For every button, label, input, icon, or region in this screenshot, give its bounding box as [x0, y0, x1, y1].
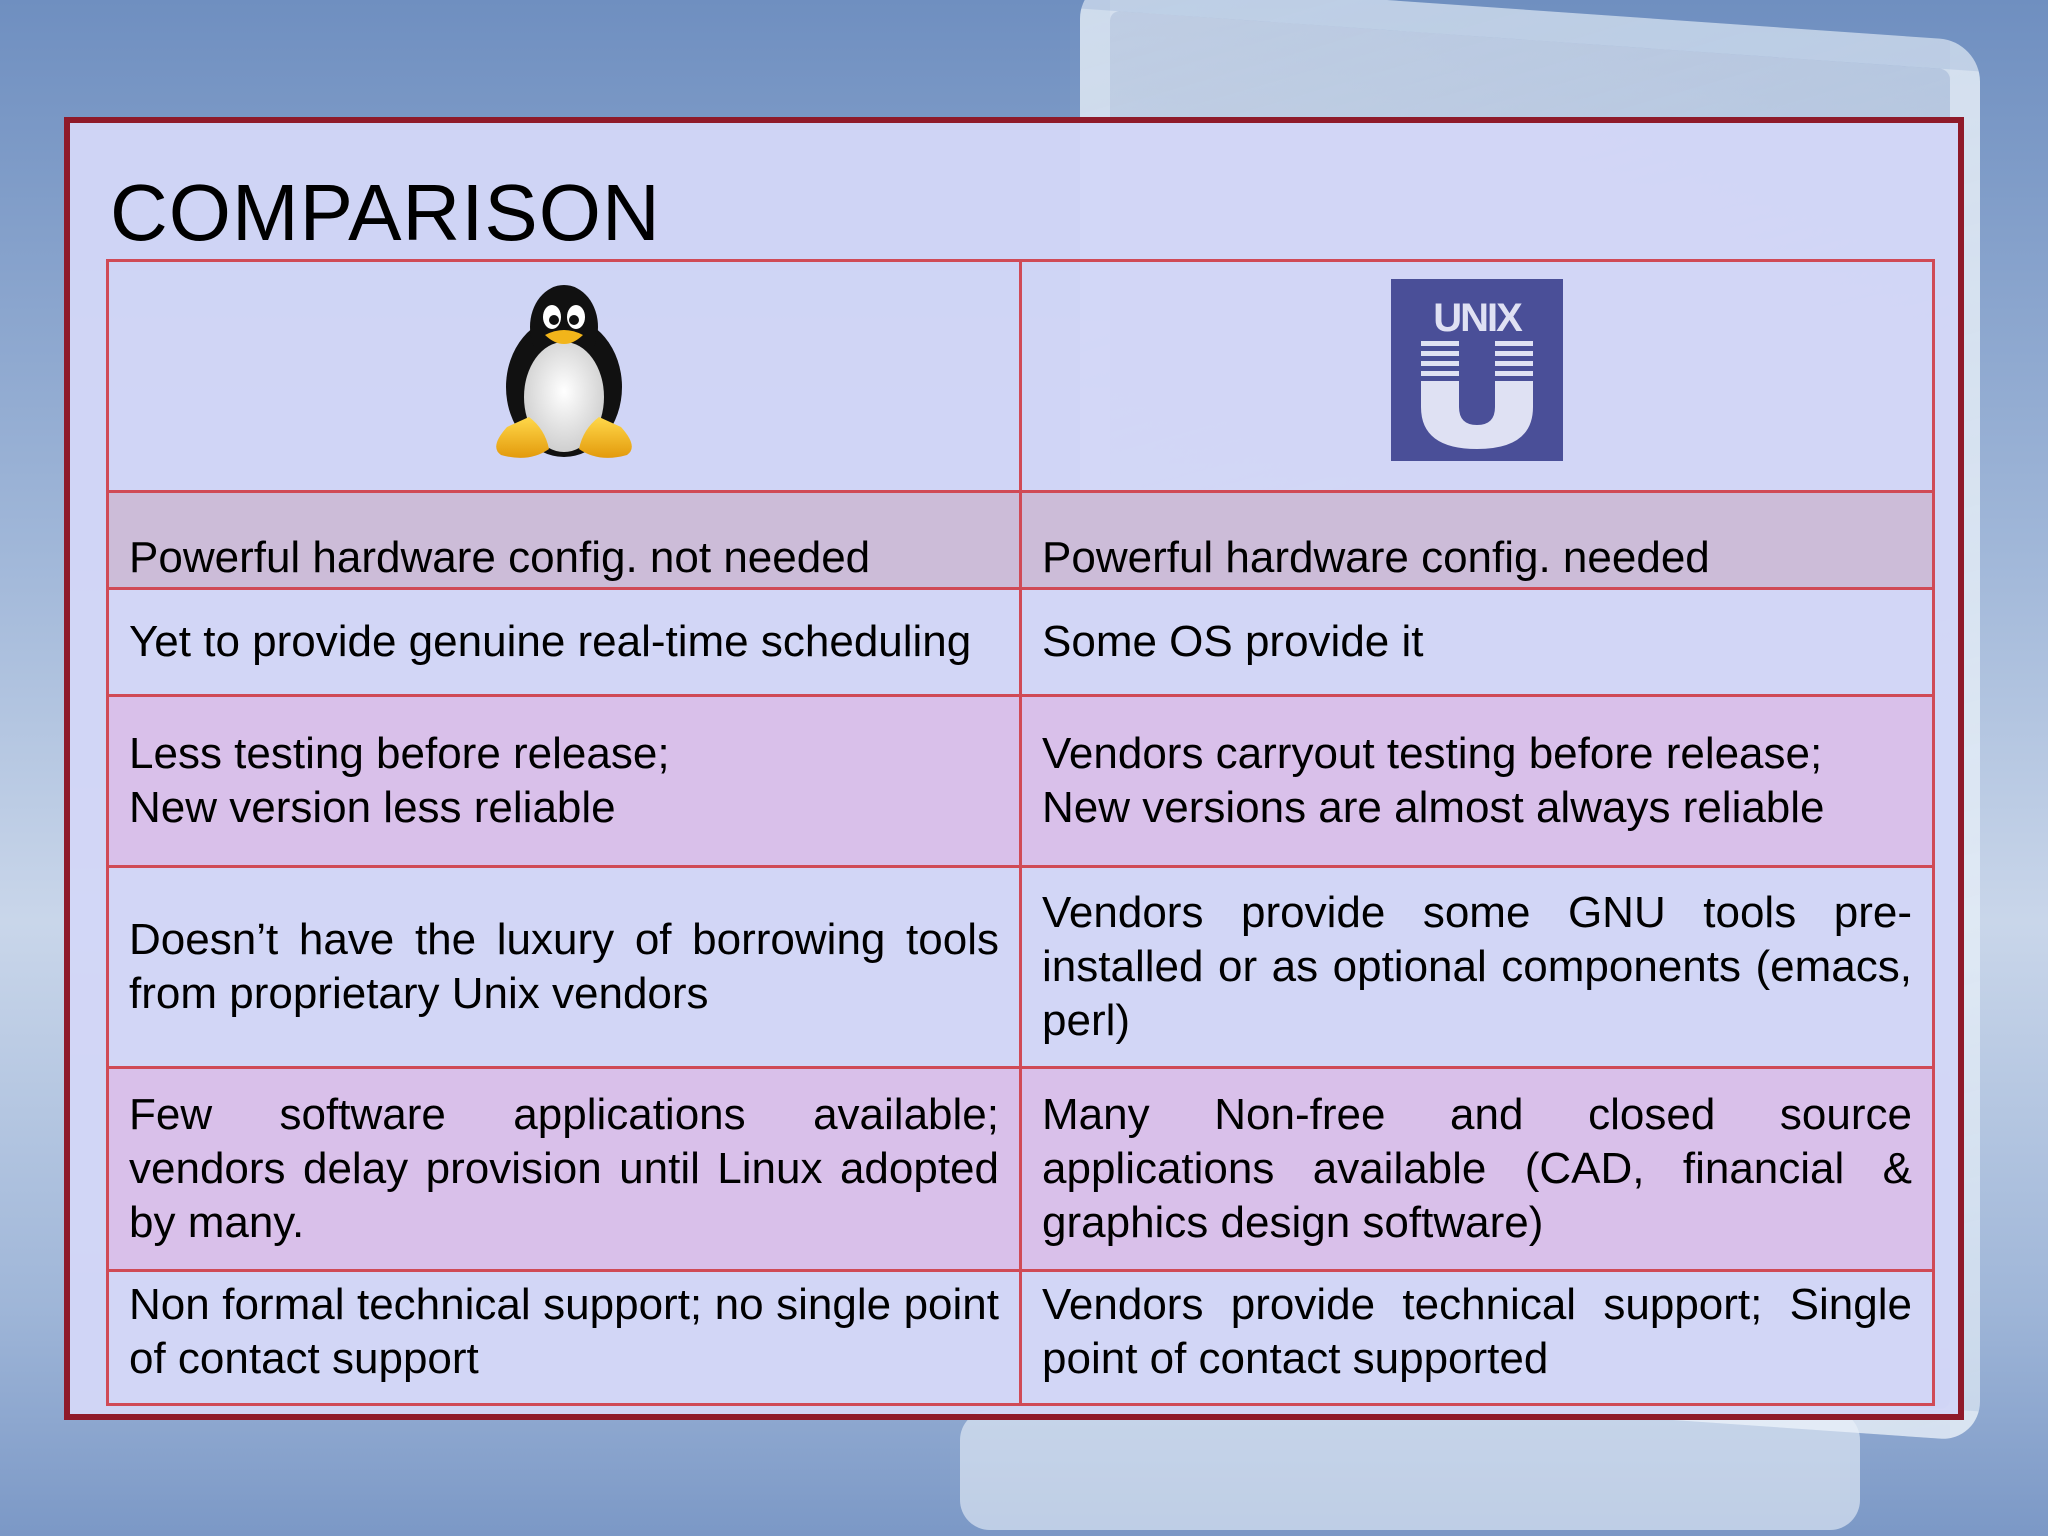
unix-logo-cell: UNIX: [1019, 259, 1935, 493]
table-row: Yet to provide genuine real-time schedul…: [106, 587, 1935, 697]
slide-panel: COMPARISON: [64, 117, 1964, 1420]
unix-cell: Many Non-free and closed source applicat…: [1019, 1066, 1935, 1272]
slide-title: COMPARISON: [110, 168, 661, 257]
table-row: Doesn’t have the luxury of borrowing too…: [106, 865, 1935, 1069]
comparison-table: UNIX: [106, 259, 1935, 1406]
unix-logo: UNIX: [1391, 278, 1563, 461]
unix-cell: Vendors provide some GNU tools pre-insta…: [1019, 865, 1935, 1069]
tux-penguin-icon: [496, 284, 632, 458]
linux-cell: Doesn’t have the luxury of borrowing too…: [106, 865, 1022, 1069]
table-row: Non formal technical support; no single …: [106, 1269, 1935, 1406]
linux-cell: Few software applications available; ven…: [106, 1066, 1022, 1272]
unix-logo-text: UNIX: [1433, 295, 1523, 340]
linux-logo-cell: [106, 259, 1022, 493]
table-row: Few software applications available; ven…: [106, 1066, 1935, 1272]
linux-cell: Less testing before release; New version…: [106, 694, 1022, 868]
unix-cell: Vendors carryout testing before release;…: [1019, 694, 1935, 868]
unix-u-icon: [1421, 340, 1533, 449]
linux-cell: Powerful hardware config. not needed: [106, 490, 1022, 590]
table-row: Less testing before release; New version…: [106, 694, 1935, 868]
background-monitor-base: [960, 1410, 1860, 1530]
linux-cell: Yet to provide genuine real-time schedul…: [106, 587, 1022, 697]
linux-cell: Non formal technical support; no single …: [106, 1269, 1022, 1406]
logo-row: UNIX: [106, 259, 1935, 493]
unix-cell: Some OS provide it: [1019, 587, 1935, 697]
table-row: Powerful hardware config. not needed Pow…: [106, 490, 1935, 590]
unix-cell: Powerful hardware config. needed: [1019, 490, 1935, 590]
unix-cell: Vendors provide technical support; Singl…: [1019, 1269, 1935, 1406]
